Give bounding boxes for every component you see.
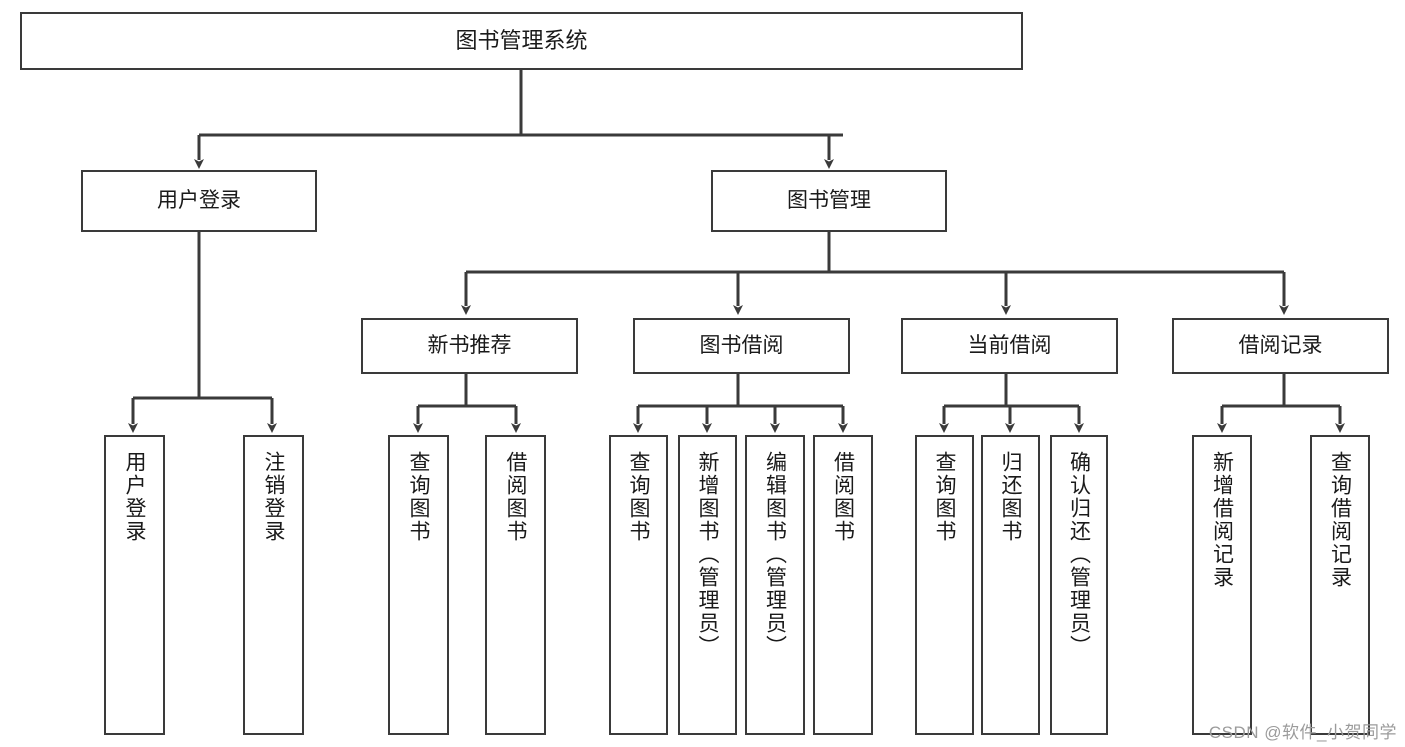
leaf-query-book-rec-label: 查询图书 [407, 451, 430, 543]
leaf-borrow-book-rec-label: 借阅图书 [504, 451, 527, 543]
node-book-management-label: 图书管理 [787, 188, 871, 212]
leaf-query-borrow-record[interactable]: 查询借阅记录 [1310, 435, 1370, 735]
leaf-query-book-cur-label: 查询图书 [933, 451, 956, 543]
node-user-login[interactable]: 用户登录 [81, 170, 317, 232]
leaf-borrow-book-rec[interactable]: 借阅图书 [485, 435, 546, 735]
leaf-query-borrow-record-label: 查询借阅记录 [1328, 451, 1352, 589]
leaf-query-book-borrow[interactable]: 查询图书 [609, 435, 668, 735]
watermark: CSDN @软件_小贺同学 [1208, 723, 1397, 742]
leaf-borrow-book-label: 借阅图书 [831, 451, 855, 543]
node-user-login-label: 用户登录 [157, 188, 241, 212]
leaf-return-book[interactable]: 归还图书 [981, 435, 1040, 735]
leaf-confirm-return-admin-label: 确认归还（管理员） [1067, 451, 1091, 658]
node-borrow-record-label: 借阅记录 [1238, 333, 1323, 357]
leaf-query-book-rec[interactable]: 查询图书 [388, 435, 449, 735]
leaf-query-book-cur[interactable]: 查询图书 [915, 435, 974, 735]
leaf-query-book-borrow-label: 查询图书 [627, 451, 650, 543]
leaf-logout[interactable]: 注销登录 [243, 435, 304, 735]
node-root-label: 图书管理系统 [455, 28, 588, 54]
leaf-add-book-admin[interactable]: 新增图书（管理员） [678, 435, 737, 735]
leaf-edit-book-admin[interactable]: 编辑图书（管理员） [745, 435, 805, 735]
leaf-add-borrow-record-label: 新增借阅记录 [1210, 451, 1234, 589]
node-book-management[interactable]: 图书管理 [711, 170, 947, 232]
node-current-borrow-label: 当前借阅 [967, 333, 1052, 357]
leaf-return-book-label: 归还图书 [999, 451, 1022, 543]
node-book-borrow[interactable]: 图书借阅 [633, 318, 850, 374]
leaf-add-book-admin-label: 新增图书（管理员） [696, 451, 719, 658]
node-book-borrow-label: 图书借阅 [699, 333, 784, 357]
leaf-add-borrow-record[interactable]: 新增借阅记录 [1192, 435, 1252, 735]
leaf-borrow-book[interactable]: 借阅图书 [813, 435, 873, 735]
node-borrow-record[interactable]: 借阅记录 [1172, 318, 1389, 374]
leaf-user-login-label: 用户登录 [123, 451, 146, 543]
node-current-borrow[interactable]: 当前借阅 [901, 318, 1118, 374]
node-root[interactable]: 图书管理系统 [20, 12, 1023, 70]
node-new-book-recommend[interactable]: 新书推荐 [361, 318, 578, 374]
leaf-logout-label: 注销登录 [262, 451, 285, 543]
leaf-edit-book-admin-label: 编辑图书（管理员） [763, 451, 787, 658]
leaf-user-login[interactable]: 用户登录 [104, 435, 165, 735]
leaf-confirm-return-admin[interactable]: 确认归还（管理员） [1050, 435, 1108, 735]
node-new-book-recommend-label: 新书推荐 [427, 333, 512, 357]
